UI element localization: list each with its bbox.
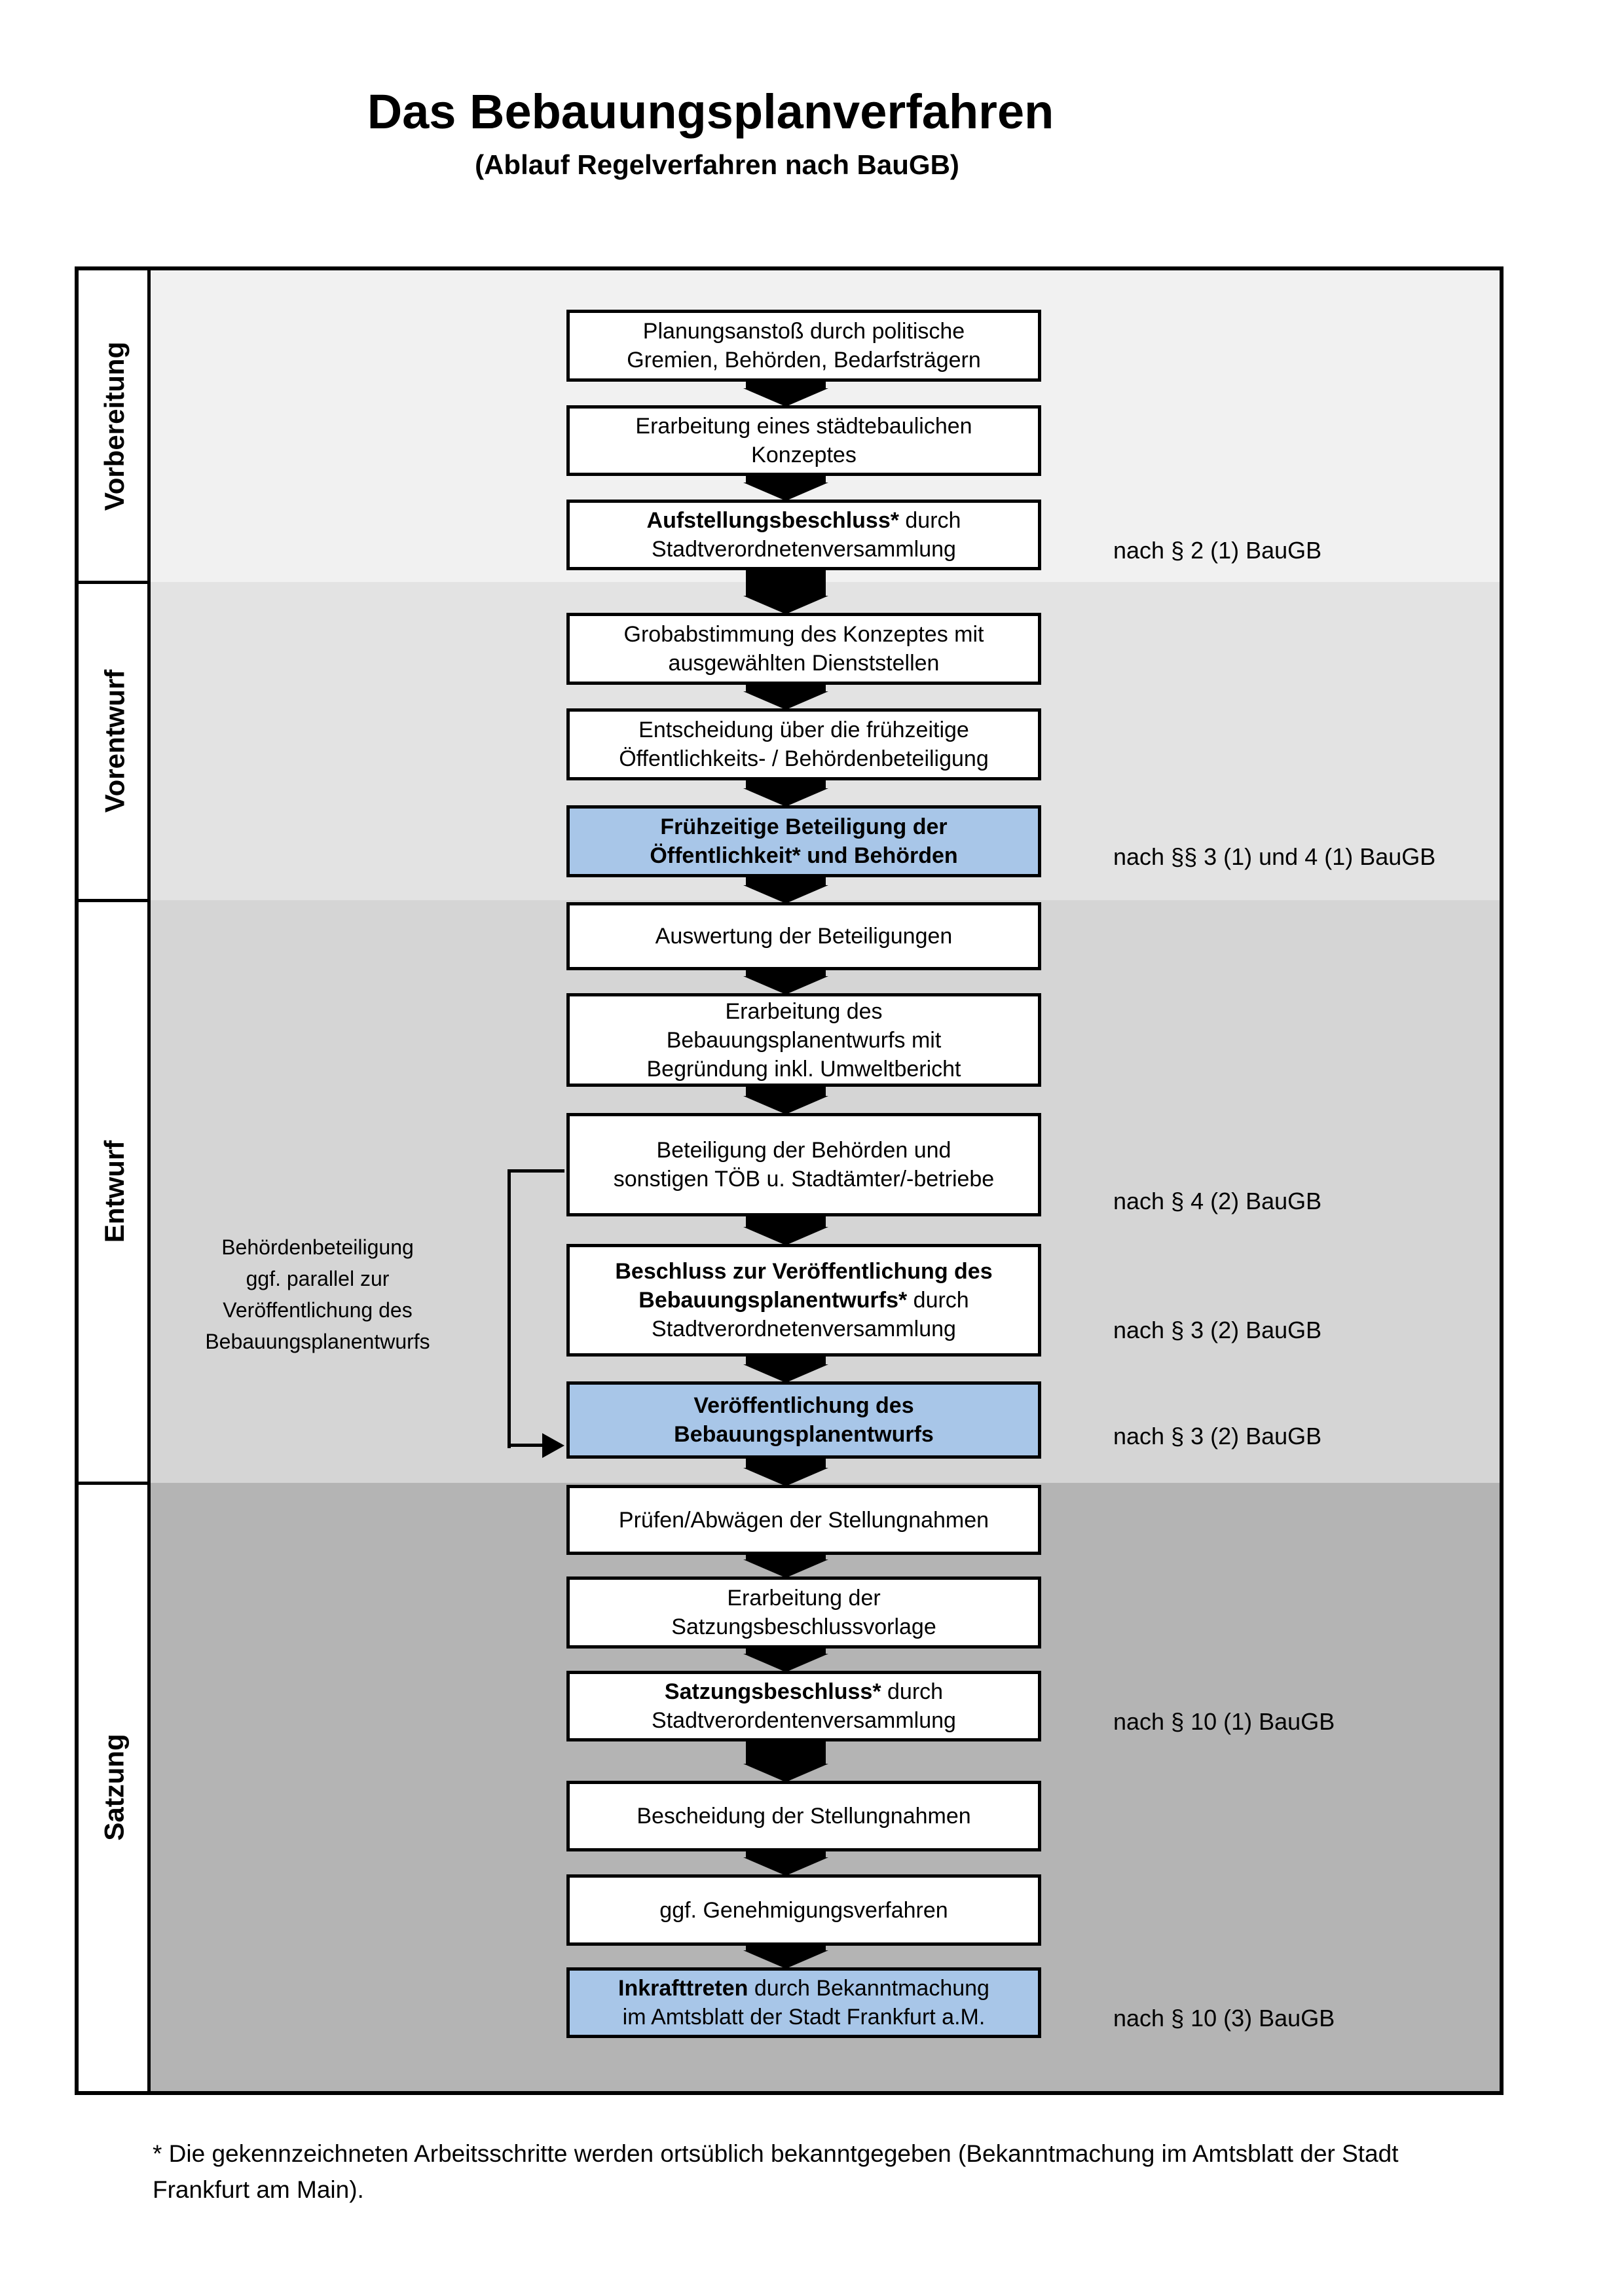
down-arrow-icon <box>743 1457 828 1486</box>
flow-box-beschluss-veroeffentlichung: Beschluss zur Veröffentlichung des Bebau… <box>566 1244 1041 1357</box>
down-arrow-icon <box>743 779 828 807</box>
down-arrow-icon <box>743 1647 828 1672</box>
down-arrow-icon <box>743 876 828 903</box>
phase-sidebar <box>79 270 151 2091</box>
phase-label-entwurf: Entwurf <box>79 900 151 1483</box>
parallel-connector-line <box>507 1169 511 1448</box>
down-arrow-icon <box>743 1850 828 1876</box>
flow-box-aufstellungsbeschluss: Aufstellungsbeschluss* durch Stadtverord… <box>566 500 1041 570</box>
phase-label-text: Vorbereitung <box>99 341 130 511</box>
flow-box-satzungsbeschluss: Satzungsbeschluss* durch Stadtverordente… <box>566 1671 1041 1741</box>
phase-divider-line <box>79 1482 151 1485</box>
flow-box-erarbeitung-entwurf: Erarbeitung des Bebauungsplanentwurfs mi… <box>566 993 1041 1087</box>
phase-label-text: Satzung <box>99 1733 130 1841</box>
flow-box-entscheidung-beteiligung: Entscheidung über die frühzeitige Öffent… <box>566 708 1041 780</box>
down-arrow-icon <box>743 569 828 614</box>
page-title: Das Bebauungsplanverfahren <box>367 84 1054 139</box>
flow-box-fruehzeitige-beteiligung: Frühzeitige Beteiligung der Öffentlichke… <box>566 805 1041 877</box>
law-reference: nach § 2 (1) BauGB <box>1113 537 1322 564</box>
phase-divider-line <box>79 581 151 584</box>
phase-label-vorentwurf: Vorentwurf <box>79 582 151 900</box>
flow-box-pruefen-abwaegen: Prüfen/Abwägen der Stellungnahmen <box>566 1485 1041 1555</box>
flow-box-staedtebauliches-konzept: Erarbeitung eines städtebaulichen Konzep… <box>566 405 1041 476</box>
down-arrow-icon <box>743 380 828 407</box>
down-arrow-icon <box>743 1085 828 1114</box>
parallel-connector-line <box>507 1444 544 1447</box>
phase-divider-line <box>79 899 151 902</box>
down-arrow-icon <box>743 683 828 710</box>
right-arrow-icon <box>542 1433 564 1458</box>
down-arrow-icon <box>743 1740 828 1782</box>
flow-box-veroeffentlichung: Veröffentlichung des Bebauungsplanentwur… <box>566 1381 1041 1459</box>
law-reference: nach § 3 (2) BauGB <box>1113 1317 1322 1343</box>
law-reference: nach § 3 (2) BauGB <box>1113 1423 1322 1449</box>
page-subtitle: (Ablauf Regelverfahren nach BauGB) <box>475 149 959 180</box>
law-reference: nach § 10 (1) BauGB <box>1113 1708 1335 1735</box>
flow-box-grobabstimmung: Grobabstimmung des Konzeptes mit ausgewä… <box>566 613 1041 685</box>
flow-box-behoerdenbeteiligung: Beteiligung der Behörden und sonstigen T… <box>566 1113 1041 1216</box>
flow-box-genehmigungsverfahren: ggf. Genehmigungsverfahren <box>566 1874 1041 1946</box>
phase-label-text: Vorentwurf <box>99 669 130 813</box>
law-reference: nach § 10 (3) BauGB <box>1113 2005 1335 2032</box>
down-arrow-icon <box>743 1355 828 1383</box>
flow-box-auswertung: Auswertung der Beteiligungen <box>566 902 1041 970</box>
law-reference: nach § 4 (2) BauGB <box>1113 1188 1322 1214</box>
down-arrow-icon <box>743 969 828 994</box>
flow-box-planungsanstoss: Planungsanstoß durch politische Gremien,… <box>566 310 1041 382</box>
flow-box-inkrafttreten: Inkrafttreten durch Bekanntmachung im Am… <box>566 1967 1041 2038</box>
phase-label-text: Entwurf <box>99 1140 130 1243</box>
down-arrow-icon <box>743 1944 828 1969</box>
parallel-connector-line <box>507 1169 564 1173</box>
footnote: * Die gekennzeichneten Arbeitsschritte w… <box>153 2140 1399 2203</box>
down-arrow-icon <box>743 475 828 501</box>
phase-label-satzung: Satzung <box>79 1483 151 2091</box>
down-arrow-icon <box>743 1554 828 1578</box>
parallel-note: Behördenbeteiligung ggf. parallel zur Ve… <box>205 1235 430 1353</box>
phase-label-vorbereitung: Vorbereitung <box>79 270 151 582</box>
flow-box-satzungsbeschlussvorlage: Erarbeitung der Satzungsbeschlussvorlage <box>566 1576 1041 1649</box>
law-reference: nach §§ 3 (1) und 4 (1) BauGB <box>1113 843 1436 870</box>
sidebar-divider-line <box>147 270 151 2091</box>
flow-box-bescheidung: Bescheidung der Stellungnahmen <box>566 1781 1041 1851</box>
down-arrow-icon <box>743 1215 828 1245</box>
